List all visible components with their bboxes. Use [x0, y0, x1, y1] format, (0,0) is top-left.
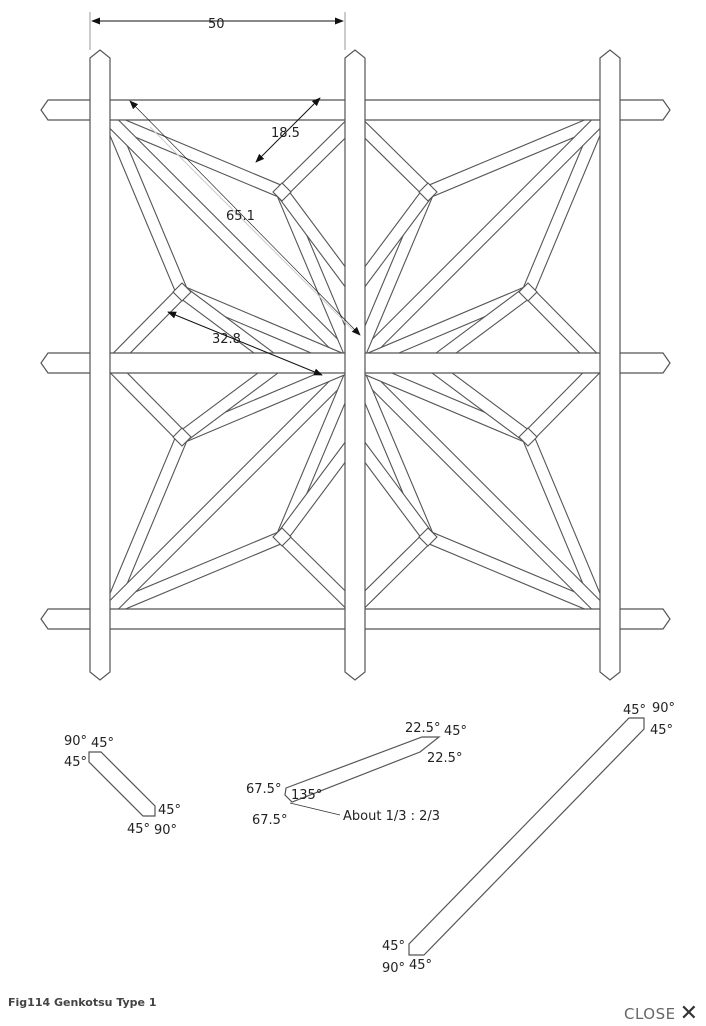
piece-medium-note: About 1/3 : 2/3: [343, 809, 440, 824]
close-label: CLOSE: [624, 1005, 676, 1023]
lattice-hub: [518, 427, 538, 447]
close-button[interactable]: CLOSE ✕: [624, 1003, 698, 1025]
piece-small-angle-1: 90°: [64, 734, 87, 749]
dimension-lines: [89, 12, 361, 376]
piece-medium-angle-1: 22.5°: [405, 721, 440, 736]
piece-small-angle-5: 45°: [127, 822, 150, 837]
piece-medium-angle-3: 22.5°: [427, 751, 462, 766]
dimension-label-18-5: 18.5: [271, 126, 300, 141]
piece-small-angle-6: 90°: [154, 823, 177, 838]
lattice-hub: [172, 427, 192, 447]
lattice-hub: [272, 527, 292, 547]
piece-long: 45° 90° 45° 45° 90° 45°: [382, 701, 675, 976]
vertical-stile-middle: [344, 49, 366, 681]
dimension-arrow-65-1: [129, 100, 361, 336]
piece-medium-angle-4: 67.5°: [246, 782, 281, 797]
dimension-label-65-1: 65.1: [226, 209, 255, 224]
piece-long-angle-2: 90°: [652, 701, 675, 716]
piece-medium-note-leader: [289, 802, 341, 816]
piece-long-angle-6: 45°: [409, 958, 432, 973]
piece-small-angle-4: 45°: [158, 803, 181, 818]
figure-caption: Fig114 Genkotsu Type 1: [8, 996, 157, 1009]
dimension-arrow-32-8: [167, 311, 323, 376]
piece-long-angle-4: 45°: [382, 939, 405, 954]
piece-medium-angle-5: 135°: [291, 788, 322, 803]
dimension-label-50: 50: [208, 17, 225, 32]
piece-medium: 22.5° 45° 22.5° 67.5° 135° 67.5° About 1…: [246, 721, 467, 828]
lattice-hub: [418, 182, 438, 202]
piece-long-angle-5: 90°: [382, 961, 405, 976]
close-icon: ✕: [679, 1001, 699, 1026]
vertical-stile-right: [599, 49, 621, 681]
piece-long-angle-3: 45°: [650, 723, 673, 738]
lattice-quadrant-4: [348, 357, 607, 616]
piece-medium-angle-6: 67.5°: [252, 813, 287, 828]
piece-long-shape: [408, 717, 645, 956]
lattice-hub: [518, 282, 538, 302]
piece-medium-angle-2: 45°: [444, 724, 467, 739]
piece-small-angle-3: 45°: [64, 755, 87, 770]
piece-small-angle-2: 45°: [91, 736, 114, 751]
piece-small-shape: [88, 751, 156, 817]
piece-long-angle-1: 45°: [623, 703, 646, 718]
piece-medium-shape: [284, 736, 441, 803]
lattice-quadrant-3: [103, 357, 362, 616]
lattice-quadrant-2: [348, 113, 607, 372]
lattice-hub: [418, 527, 438, 547]
dimension-label-32-8: 32.8: [212, 332, 241, 347]
vertical-stile-left: [89, 49, 111, 681]
piece-small: 90° 45° 45° 45° 45° 90°: [64, 734, 181, 838]
